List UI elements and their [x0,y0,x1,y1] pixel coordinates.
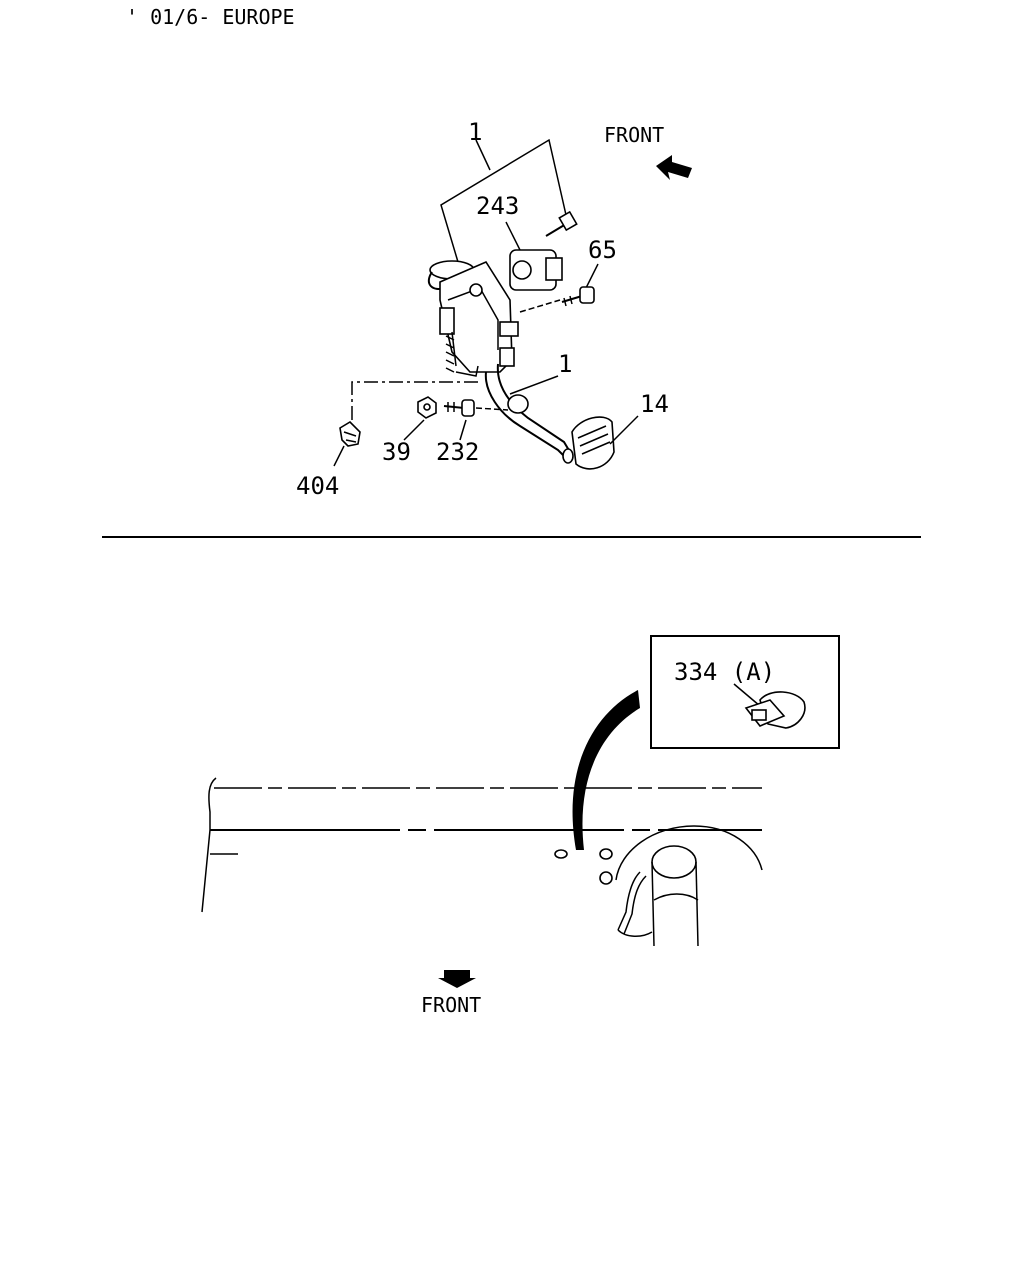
callout-1-lever: 1 [558,350,572,378]
bottom-view: 334 (A) FRONT [201,635,840,1017]
hole-1 [554,849,568,859]
frame-outline [201,777,217,913]
callout-14: 14 [640,390,669,418]
pedal-pad [571,416,615,470]
pin-bolt-232 [443,399,475,417]
throttle-sensor [509,249,563,291]
detail-leader [572,690,640,850]
callout-334a: 334 (A) [674,658,775,686]
top-view: FRONT 1 243 65 [296,118,692,500]
detail-box [650,635,840,749]
callout-65: 65 [588,236,617,264]
screw-upper [545,210,578,237]
callout-232: 232 [436,438,479,466]
pedal-bracket [427,260,519,377]
applicability-label: ' 01/6- EUROPE [126,5,295,29]
front-label-top: FRONT [604,123,664,147]
assembly-bracket [440,138,567,263]
hole-2 [599,848,613,860]
brake-booster [615,825,763,947]
front-label-bottom: FRONT [421,993,481,1017]
front-arrow-bottom-icon [438,970,476,988]
callout-404: 404 [296,472,339,500]
guide-line-clip [351,381,478,420]
callout-39: 39 [382,438,411,466]
pedal-lever [484,363,574,464]
callout-243: 243 [476,192,519,220]
hole-3 [599,871,613,885]
clip-404 [339,420,361,447]
callout-1-upper: 1 [468,118,482,146]
connector-334 [744,691,806,729]
nut-39 [417,396,437,419]
bolt-65 [561,286,595,307]
front-arrow-icon [656,155,692,180]
